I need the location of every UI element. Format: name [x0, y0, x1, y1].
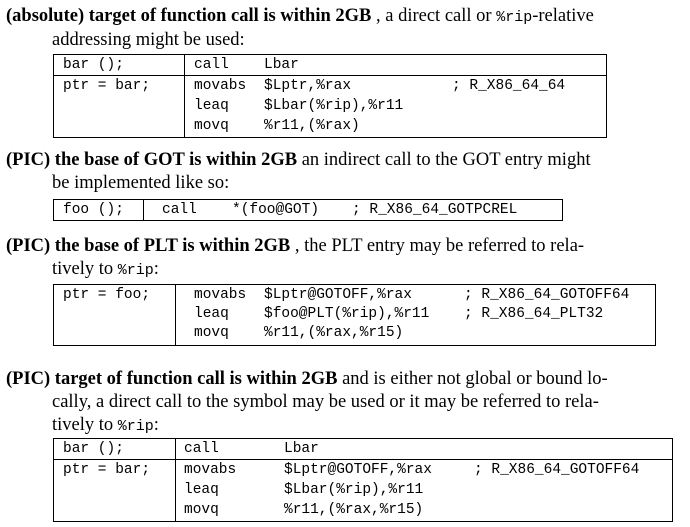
section-plt-line2: tively to %rip:	[6, 258, 666, 282]
section-absolute-line1: (absolute) target of function call is wi…	[6, 5, 666, 29]
section-got: (PIC) the base of GOT is within 2GB an i…	[6, 149, 666, 195]
operand-cell: *(foo@GOT)	[232, 202, 320, 218]
column-divider	[175, 439, 176, 521]
source-cell: foo ();	[63, 202, 124, 218]
operand-cell: $Lptr,%rax	[264, 78, 352, 94]
operand-cell: Lbar	[264, 57, 299, 73]
body-text: , a direct call or	[371, 6, 497, 26]
inline-code: %rip	[496, 9, 533, 26]
code-table-1: bar (); call Lbar ptr = bar; movabs $Lpt…	[53, 54, 607, 138]
section-heading: (PIC) the base of GOT is within 2GB	[6, 150, 298, 170]
body-text: :	[153, 259, 159, 279]
section-absolute: (absolute) target of function call is wi…	[6, 5, 666, 52]
operand-cell: %r11,(%rax,%r15)	[264, 325, 404, 341]
instruction-cell: call	[184, 441, 219, 457]
relocation-comment: ; R_X86_64_64	[452, 78, 566, 94]
instruction-cell: movq	[194, 325, 229, 341]
column-divider	[175, 285, 176, 345]
source-cell: bar ();	[63, 441, 124, 457]
source-cell: bar ();	[63, 57, 124, 73]
operand-cell: %r11,(%rax,%r15)	[284, 502, 424, 518]
section-heading: (PIC) the base of PLT is within 2GB	[6, 236, 291, 256]
operand-cell: $Lptr@GOTOFF,%rax	[264, 287, 412, 303]
column-divider	[184, 55, 185, 137]
instruction-cell: call	[162, 202, 197, 218]
body-text: cally, a direct call to the symbol may b…	[52, 392, 599, 412]
source-cell: ptr = foo;	[63, 287, 151, 303]
instruction-cell: leaq	[194, 306, 229, 322]
instruction-cell: movabs	[184, 462, 237, 478]
section-plt: (PIC) the base of PLT is within 2GB , th…	[6, 235, 666, 282]
body-text: :	[153, 415, 159, 435]
section-local: (PIC) target of function call is within …	[6, 368, 666, 438]
section-local-line3: tively to %rip:	[6, 414, 666, 438]
instruction-cell: movabs	[194, 287, 247, 303]
section-got-line1: (PIC) the base of GOT is within 2GB an i…	[6, 149, 666, 172]
body-text: tively to	[52, 415, 118, 435]
column-divider	[143, 200, 144, 220]
body-text: addressing might be used:	[52, 30, 245, 50]
relocation-comment: ; R_X86_64_GOTOFF64	[464, 287, 630, 303]
operand-cell: Lbar	[284, 441, 319, 457]
instruction-cell: call	[194, 57, 229, 73]
operand-cell: %r11,(%rax)	[264, 118, 360, 134]
operand-cell: $foo@PLT(%rip),%r11	[264, 306, 430, 322]
code-table-4: bar (); call Lbar ptr = bar; movabs $Lpt…	[53, 438, 673, 522]
code-table-3: ptr = foo; movabs $Lptr@GOTOFF,%rax ; R_…	[53, 284, 656, 346]
section-local-line1: (PIC) target of function call is within …	[6, 368, 666, 391]
section-plt-line1: (PIC) the base of PLT is within 2GB , th…	[6, 235, 666, 258]
operand-cell: $Lptr@GOTOFF,%rax	[284, 462, 432, 478]
code-table-2: foo (); call *(foo@GOT) ; R_X86_64_GOTPC…	[53, 199, 563, 221]
body-text: and is either not global or bound lo-	[337, 369, 608, 389]
body-text: an indirect call to the GOT entry might	[297, 150, 591, 170]
inline-code: %rip	[117, 262, 154, 279]
inline-code: %rip	[117, 418, 154, 435]
relocation-comment: ; R_X86_64_GOTPCREL	[352, 202, 518, 218]
body-text: -relative	[532, 6, 594, 26]
body-text: , the PLT entry may be referred to rela-	[290, 236, 585, 256]
operand-cell: $Lbar(%rip),%r11	[264, 98, 404, 114]
operand-cell: $Lbar(%rip),%r11	[284, 482, 424, 498]
instruction-cell: leaq	[194, 98, 229, 114]
instruction-cell: movabs	[194, 78, 247, 94]
row-divider	[54, 75, 606, 76]
relocation-comment: ; R_X86_64_GOTOFF64	[474, 462, 640, 478]
body-text: tively to	[52, 259, 118, 279]
section-heading: (PIC) target of function call is within …	[6, 369, 338, 389]
instruction-cell: leaq	[184, 482, 219, 498]
relocation-comment: ; R_X86_64_PLT32	[464, 306, 604, 322]
body-text: be implemented like so:	[52, 173, 230, 193]
instruction-cell: movq	[194, 118, 229, 134]
source-cell: ptr = bar;	[63, 78, 151, 94]
instruction-cell: movq	[184, 502, 219, 518]
source-cell: ptr = bar;	[63, 462, 151, 478]
section-heading: (absolute) target of function call is wi…	[6, 6, 372, 26]
row-divider	[54, 459, 672, 460]
